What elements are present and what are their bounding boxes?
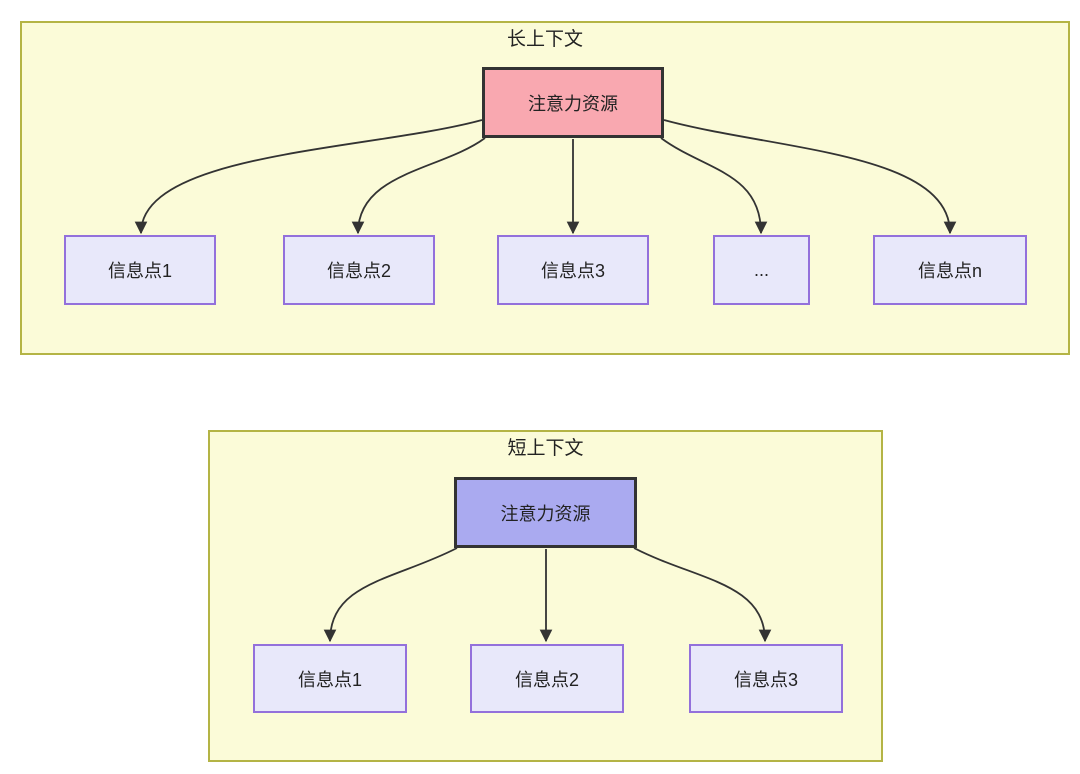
info-node-long-ellipsis: ... bbox=[713, 235, 810, 305]
info-node-long-n: 信息点n bbox=[873, 235, 1027, 305]
info-node-short-3: 信息点3 bbox=[689, 644, 843, 713]
info-node-label: 信息点1 bbox=[107, 261, 172, 281]
info-node-label: 信息点2 bbox=[514, 669, 579, 690]
info-node-short-1: 信息点1 bbox=[253, 644, 407, 713]
attention-resource-label: 注意力资源 bbox=[500, 503, 591, 524]
info-node-label: 信息点1 bbox=[297, 669, 362, 690]
long-context-title: 长上下文 bbox=[506, 29, 583, 50]
short-context-title: 短上下文 bbox=[507, 438, 584, 459]
attention-resource-node-long: 注意力资源 bbox=[482, 67, 664, 138]
info-node-long-1: 信息点1 bbox=[64, 235, 216, 305]
info-node-long-2: 信息点2 bbox=[283, 235, 435, 305]
info-node-label: 信息点n bbox=[917, 261, 982, 281]
info-node-long-3: 信息点3 bbox=[497, 235, 649, 305]
info-node-short-2: 信息点2 bbox=[470, 644, 624, 713]
attention-resource-node-short: 注意力资源 bbox=[454, 477, 637, 548]
attention-resource-label: 注意力资源 bbox=[528, 93, 618, 114]
info-node-label: 信息点2 bbox=[326, 261, 391, 281]
info-node-label: 信息点3 bbox=[540, 261, 605, 281]
info-node-label: ... bbox=[753, 259, 769, 280]
info-node-label: 信息点3 bbox=[733, 669, 798, 690]
